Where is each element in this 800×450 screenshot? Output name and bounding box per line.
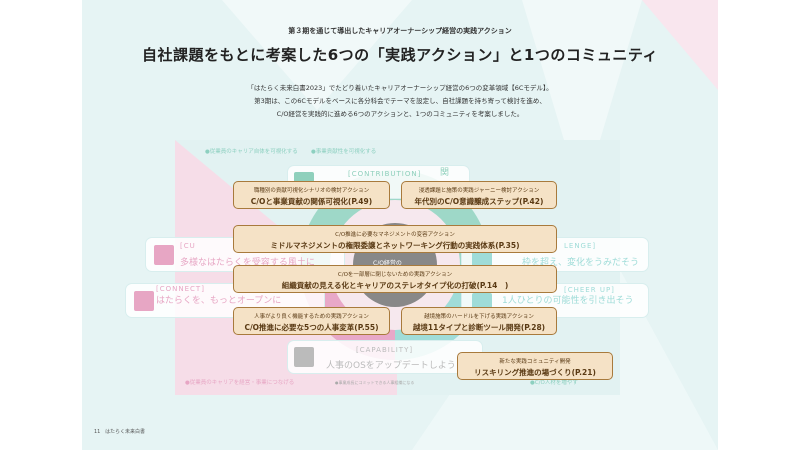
category-en: [CAPABILITY] [356, 346, 414, 354]
action-title: 年代別のC/O意識醸成ステップ(P.42) [414, 197, 544, 206]
action-subtitle: C/Oを一部層に閉じないための実践アクション [337, 272, 453, 278]
intro-line-1: 「はたらく未来白書2023」でたどり着いたキャリアオーナーシップ経営の6つの変革… [247, 84, 553, 92]
category-en: [CHEER UP] [564, 286, 615, 294]
category-en: [CONNECT] [156, 285, 205, 293]
community-subtitle: 新たな実践コミュニティ開発 [499, 359, 571, 365]
action-subtitle: 越境施策のハードルを下げる実践アクション [424, 314, 534, 320]
action-card[interactable]: 越境施策のハードルを下げる実践アクション 越境11タイプと診断ツール開発(P.2… [401, 307, 557, 335]
capability-icon [294, 347, 314, 367]
goal-bottom-left: ●従業員のキャリアを経営・事業につなげる [185, 380, 295, 386]
intro-line-3: C/O経営を実践的に進める6つのアクションと、1つのコミュニティを考案しました。 [276, 110, 524, 118]
document-page: 第３期を通じて導出したキャリアオーナーシップ経営の実践アクション 自社課題をもと… [82, 0, 718, 450]
page-title: 自社課題をもとに考案した6つの「実践アクション」と1つのコミュニティ [142, 46, 658, 64]
category-jp: 枠を超え、変化をうみだそう [522, 258, 640, 268]
category-en: [CU [180, 242, 196, 250]
category-capability: [CAPABILITY] 人事のOSをアップデートしよう [287, 340, 483, 374]
center-label: C/O経営の [373, 260, 402, 267]
goal-bottom-right: ●C/O人材を増やす [530, 380, 578, 386]
action-card[interactable]: C/O推進に必要なマネジメントの変容アクション ミドルマネジメントの権限委譲とネ… [233, 225, 557, 253]
community-card[interactable]: 新たな実践コミュニティ開発 リスキリング推進の場づくり(P.21) [457, 352, 613, 380]
page-footer: 11 はたらく未来白書 [94, 428, 145, 435]
page-number: 11 [94, 429, 101, 435]
intro-line-2: 第3期は、この6Cモデルをベースに各分科会でテーマを設定し、自社課題を持ち寄って… [254, 97, 546, 105]
goal-bottom-center: ●事業成長にコミットできる人事組織になる [335, 380, 415, 385]
culture-icon [154, 245, 174, 265]
action-card[interactable]: 人事がより良く機能するための実践アクション C/O推進に必要な5つの人事変革(P… [233, 307, 390, 335]
action-card[interactable]: 職種別の貢献可視化シナリオの検討アクション C/Oと事業貢献の関係可視化(P.4… [233, 181, 390, 209]
page-subtitle: 第３期を通じて導出したキャリアオーナーシップ経営の実践アクション [288, 27, 512, 35]
category-jp: 多様なはたらくを受容する風土に [180, 258, 315, 268]
action-title: 組織貢献の見える化とキャリアのステレオタイプ化の打破(P.14 ) [281, 281, 509, 290]
category-en: [CONTRIBUTION] [348, 170, 422, 178]
community-title: リスキリング推進の場づくり(P.21) [474, 368, 596, 377]
action-subtitle: C/O推進に必要なマネジメントの変容アクション [335, 232, 455, 238]
action-subtitle: 浸透課題と施策の実践ジャーニー検討アクション [418, 188, 540, 194]
action-title: C/Oと事業貢献の関係可視化(P.49) [250, 197, 373, 206]
action-subtitle: 人事がより良く機能するための実践アクション [254, 314, 369, 320]
category-jp: 1人ひとりの可能性を引き出そう [502, 296, 634, 306]
category-jp: はたらくを、もっとオープンに [156, 296, 282, 306]
action-card[interactable]: C/Oを一部層に閉じないための実践アクション 組織貢献の見える化とキャリアのステ… [233, 265, 557, 293]
action-card[interactable]: 浸透課題と施策の実践ジャーニー検討アクション 年代別のC/O意識醸成ステップ(P… [401, 181, 557, 209]
category-jp: 人事のOSをアップデートしよう [326, 361, 456, 371]
goal-top-left: ●従業員のキャリア自体を可視化する [205, 149, 298, 155]
action-title: 越境11タイプと診断ツール開発(P.28) [412, 323, 546, 332]
action-title: ミドルマネジメントの権限委譲とネットワーキング行動の実践体系(P.35) [270, 241, 520, 250]
connect-icon [134, 291, 154, 311]
action-subtitle: 職種別の貢献可視化シナリオの検討アクション [253, 188, 370, 194]
goal-top-right: ●事業貢献性を可視化する [311, 149, 377, 155]
category-jp: 関 [440, 168, 450, 178]
action-title: C/O推進に必要な5つの人事変革(P.55) [244, 323, 379, 332]
book-title: はたらく未来白書 [105, 429, 146, 435]
category-en: LENGE] [564, 242, 597, 250]
